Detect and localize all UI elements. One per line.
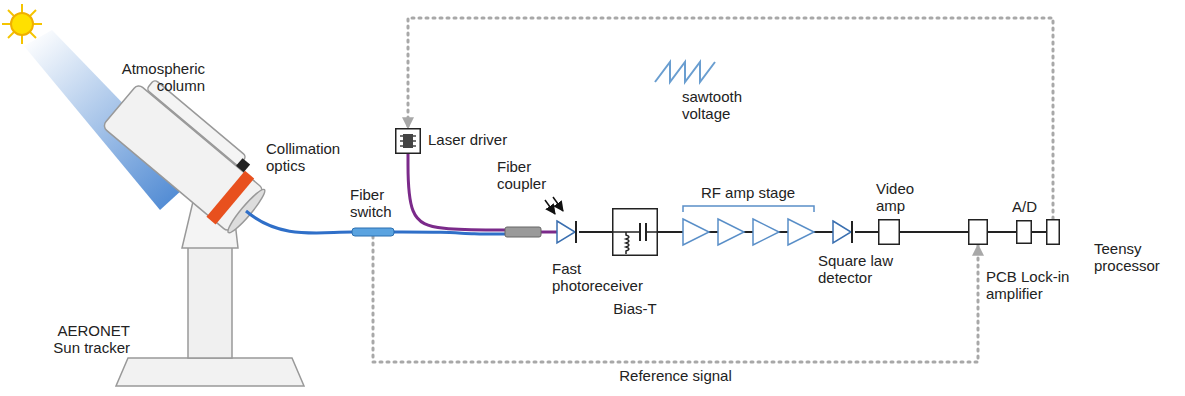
- node-label: PCB Lock-in amplifier: [986, 268, 1076, 303]
- sun-icon: [2, 4, 42, 44]
- lock-in-amplifier: PCB Lock-in amplifier: [968, 219, 988, 245]
- part-label: Atmospheric column: [115, 60, 205, 95]
- light-arrows: [545, 197, 563, 214]
- fiber-coupler: Fiber coupler: [505, 227, 541, 237]
- rf-amplifier: [683, 219, 814, 245]
- fiber-link: [541, 231, 557, 234]
- optical-fiber: [246, 211, 352, 233]
- processor-box: Teensy processor: [1046, 219, 1060, 245]
- node-label: Fiber coupler: [497, 158, 552, 193]
- video-amp: Video amp: [878, 219, 900, 245]
- node-label: Video amp: [876, 180, 921, 215]
- node-label: Teensy processor: [1094, 240, 1174, 275]
- node-outline: [833, 221, 855, 243]
- edge-label: Reference signal: [616, 367, 735, 384]
- signal-wire: [855, 231, 878, 233]
- signal-wire: [988, 231, 1016, 233]
- sawtooth-wave: [655, 62, 715, 82]
- photodiode-symbol: Fast photoreceiver: [557, 221, 579, 243]
- node-outline: [352, 228, 394, 236]
- signal-wire: [1032, 231, 1046, 233]
- node-label: Bias-T: [605, 300, 665, 317]
- fiber-switch: Fiber switch: [352, 228, 394, 236]
- node-label: Fast photoreceiver: [552, 260, 640, 295]
- control-line: [408, 18, 1053, 219]
- laser-driver: Laser driver: [395, 128, 421, 154]
- node-outline: [395, 128, 421, 154]
- part-label: sawtooth voltage: [682, 88, 752, 123]
- bias-tee: Bias-T: [612, 208, 658, 256]
- fiber-link: [394, 232, 505, 234]
- signal-wire: [579, 231, 612, 233]
- node-outline: [968, 219, 988, 245]
- node-outline: [557, 221, 579, 243]
- bracket: [683, 206, 814, 212]
- node-outline: [612, 208, 658, 256]
- node-outline: [878, 219, 900, 245]
- part-label: Collimation optics: [266, 140, 346, 175]
- node-label: Laser driver: [428, 131, 528, 148]
- reference-line: [373, 236, 978, 362]
- detector-diode: Square law detector: [833, 221, 855, 243]
- part-label: AERONET Sun tracker: [40, 322, 130, 357]
- node-outline: [1016, 220, 1032, 244]
- part-label: RF amp stage: [698, 184, 798, 201]
- node-outline: [505, 227, 541, 237]
- node-label: A/D: [1012, 198, 1046, 215]
- signal-wire: [900, 231, 968, 233]
- ad-converter: A/D: [1016, 220, 1032, 244]
- node-outline: [1046, 219, 1060, 245]
- fiber-link: [408, 154, 505, 230]
- sun-tracker: [101, 73, 304, 386]
- node-label: Square law detector: [818, 252, 898, 287]
- node-label: Fiber switch: [350, 186, 405, 221]
